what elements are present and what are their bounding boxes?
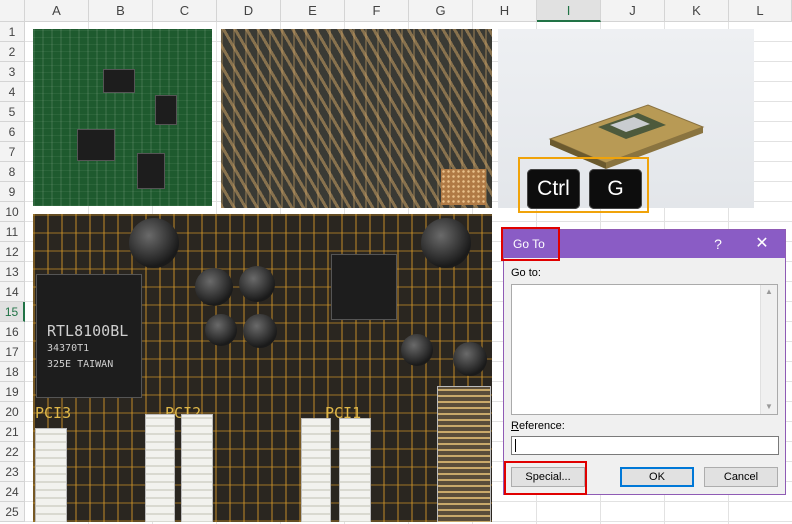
row-header-25[interactable]: 25	[0, 502, 25, 522]
row-header-16[interactable]: 16	[0, 322, 25, 342]
square-chip	[331, 254, 397, 320]
small-chip-1	[103, 69, 135, 93]
small-chip-2	[77, 129, 115, 161]
row-header-5[interactable]: 5	[0, 102, 25, 122]
special-button[interactable]: Special...	[511, 467, 585, 487]
column-header-f[interactable]: F	[345, 0, 409, 22]
row-header-8[interactable]: 8	[0, 162, 25, 182]
reference-label-rest: eference:	[518, 420, 565, 432]
chip-label-3: 325E TAIWAN	[47, 359, 114, 370]
screw-hole-1	[129, 218, 179, 268]
small-chip-4	[137, 153, 165, 189]
dialog-title-bar[interactable]: Go To ? ✕	[504, 230, 785, 258]
row-header-10[interactable]: 10	[0, 202, 25, 222]
column-header-k[interactable]: K	[665, 0, 729, 22]
small-chip-3	[155, 95, 177, 125]
scroll-down-icon[interactable]: ▼	[765, 402, 773, 411]
reference-input[interactable]	[511, 436, 779, 455]
screw-hole-2	[421, 218, 471, 268]
row-header-15[interactable]: 15	[0, 302, 25, 322]
row-header-23[interactable]: 23	[0, 462, 25, 482]
help-icon[interactable]: ?	[714, 236, 722, 252]
column-header-a[interactable]: A	[25, 0, 89, 22]
green-circuit-board-image[interactable]	[33, 29, 212, 206]
select-all-corner[interactable]	[0, 0, 25, 22]
chip-label-1: RTL8100BL	[47, 322, 129, 340]
scroll-up-icon[interactable]: ▲	[765, 287, 773, 296]
column-header-b[interactable]: B	[89, 0, 153, 22]
column-header-c[interactable]: C	[153, 0, 217, 22]
pad-grid	[441, 169, 486, 205]
pci-slot-3	[35, 428, 67, 522]
row-header-13[interactable]: 13	[0, 262, 25, 282]
capacitor-1	[195, 268, 233, 306]
row-header-22[interactable]: 22	[0, 442, 25, 462]
pci-slot-1a	[301, 418, 331, 522]
ok-button[interactable]: OK	[620, 467, 694, 487]
goto-list[interactable]: ▲ ▼	[511, 284, 778, 415]
row-header-17[interactable]: 17	[0, 342, 25, 362]
goto-dialog: Go To ? ✕ Go to: ▲ ▼ Reference: Special.…	[503, 229, 786, 495]
row-header-24[interactable]: 24	[0, 482, 25, 502]
row-header-4[interactable]: 4	[0, 82, 25, 102]
chip-label-2: 34370T1	[47, 343, 90, 354]
row-header-11[interactable]: 11	[0, 222, 25, 242]
connector-block	[437, 386, 491, 522]
cancel-button[interactable]: Cancel	[704, 467, 778, 487]
column-header-d[interactable]: D	[217, 0, 281, 22]
title-highlight-box	[501, 227, 560, 261]
motherboard-image[interactable]: RTL8100BL 34370T1 325E TAIWAN PCI3 PCI2 …	[33, 214, 492, 522]
column-header-h[interactable]: H	[473, 0, 537, 22]
pci-slot-1b	[339, 418, 371, 522]
slot-label-3: PCI1	[325, 404, 362, 422]
row-header-12[interactable]: 12	[0, 242, 25, 262]
text-caret	[515, 439, 516, 452]
goto-label: Go to:	[511, 267, 541, 279]
row-header-18[interactable]: 18	[0, 362, 25, 382]
network-chip	[36, 274, 142, 398]
row-header-19[interactable]: 19	[0, 382, 25, 402]
slot-label-1: PCI3	[35, 404, 72, 422]
g-key: G	[589, 169, 642, 209]
row-header-9[interactable]: 9	[0, 182, 25, 202]
column-header-g[interactable]: G	[409, 0, 473, 22]
row-header-20[interactable]: 20	[0, 402, 25, 422]
row-header-21[interactable]: 21	[0, 422, 25, 442]
capacitor-2	[239, 266, 275, 302]
row-header-6[interactable]: 6	[0, 122, 25, 142]
capacitor-5	[401, 334, 433, 366]
row-header-2[interactable]: 2	[0, 42, 25, 62]
pci-slot-2a	[145, 414, 175, 522]
row-header-14[interactable]: 14	[0, 282, 25, 302]
gold-traces-circuit-image[interactable]	[221, 29, 492, 208]
capacitor-4	[243, 314, 277, 348]
capacitor-6	[453, 342, 487, 376]
column-header-i[interactable]: I	[537, 0, 601, 22]
row-header-1[interactable]: 1	[0, 22, 25, 42]
column-header-l[interactable]: L	[729, 0, 792, 22]
dialog-title: Go To	[513, 237, 545, 251]
goto-list-scrollbar[interactable]: ▲ ▼	[760, 285, 777, 414]
reference-label: Reference:	[511, 420, 565, 432]
pci-slot-2b	[181, 414, 213, 522]
column-header-j[interactable]: J	[601, 0, 665, 22]
shortcut-highlight-box: Ctrl G	[518, 157, 649, 213]
column-header-e[interactable]: E	[281, 0, 345, 22]
row-header-7[interactable]: 7	[0, 142, 25, 162]
close-icon[interactable]: ✕	[755, 235, 769, 252]
ctrl-key: Ctrl	[527, 169, 580, 209]
special-highlight-box	[504, 461, 587, 495]
capacitor-3	[205, 314, 237, 346]
row-header-3[interactable]: 3	[0, 62, 25, 82]
